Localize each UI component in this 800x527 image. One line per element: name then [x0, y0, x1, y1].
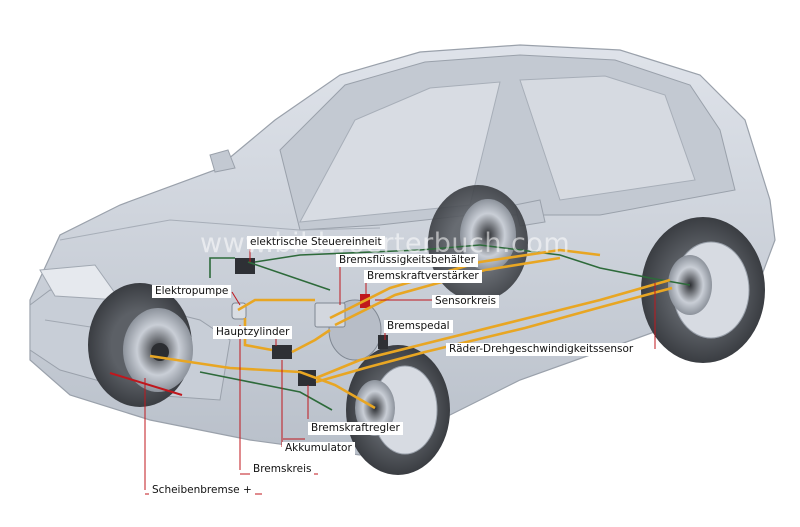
label-accumulator: Akkumulator	[282, 442, 355, 455]
brake-circuit-lines	[149, 248, 673, 410]
label-regulator: Bremskraftregler	[308, 422, 403, 435]
front-right-wheel	[346, 345, 450, 475]
label-brake-circuit: Bremskreis	[250, 463, 315, 476]
label-booster: Bremskraftverstärker	[364, 270, 482, 283]
label-reservoir: Bremsflüssigkeitsbehälter	[336, 254, 478, 267]
sensor-circuit-lines	[199, 244, 691, 411]
label-disc-brake: Scheibenbremse +	[149, 484, 255, 497]
leader-lines	[109, 243, 656, 495]
label-wheel-sensor: Räder-Drehgeschwindigkeitssensor	[446, 343, 637, 356]
label-ecu: elektrische Steuereinheit	[247, 236, 385, 249]
label-master-cylinder: Hauptzylinder	[213, 326, 293, 339]
label-sensor-circuit: Sensorkreis	[432, 295, 500, 308]
rear-right-wheel	[641, 217, 765, 363]
label-pedal: Bremspedal	[384, 320, 453, 333]
label-pump: Elektropumpe	[152, 285, 232, 298]
front-left-wheel	[88, 283, 193, 407]
